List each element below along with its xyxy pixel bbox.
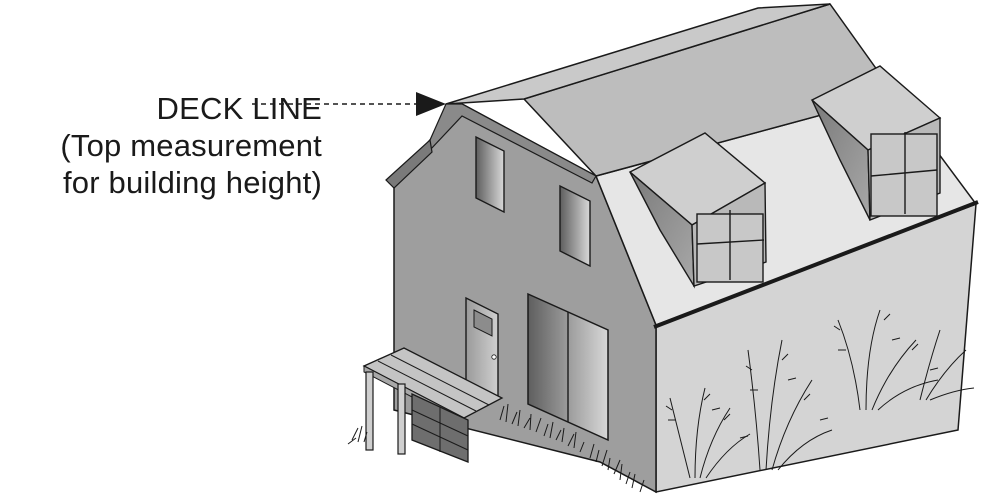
gable-window-middle bbox=[560, 186, 590, 266]
gable-window-upper bbox=[476, 137, 504, 212]
arrowhead-icon bbox=[416, 92, 446, 116]
door-knob bbox=[492, 355, 496, 359]
